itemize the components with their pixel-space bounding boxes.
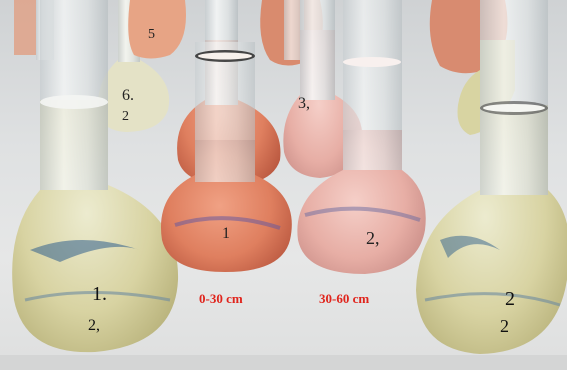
flask-marking: 1. — [92, 283, 107, 305]
flask-marking: 1 — [222, 225, 230, 242]
flask-marking: 2 — [500, 316, 509, 336]
flask-marking: 2 — [122, 109, 129, 124]
flask-marking: 5 — [148, 27, 155, 42]
depth-label-0-30: 0-30 cm — [199, 291, 243, 306]
flask-depth-0-30: 1 — [160, 42, 292, 272]
flask-marking: 2 — [505, 288, 515, 310]
flask-depth-30-60: 2, — [297, 0, 426, 274]
flask-marking: 6. — [122, 87, 134, 104]
background-flask-5: 5 — [128, 0, 186, 59]
flask-marking: 2, — [88, 317, 100, 334]
table-surface — [0, 355, 567, 370]
flask-front-right: 2 2 — [416, 0, 567, 354]
depth-label-30-60: 30-60 cm — [319, 291, 370, 306]
flask-marking: 2, — [366, 228, 380, 248]
pink-flask-back: 3, — [283, 0, 363, 178]
flask-marking: 3, — [298, 95, 310, 112]
flask-front-left: 1. 2, — [12, 0, 179, 353]
